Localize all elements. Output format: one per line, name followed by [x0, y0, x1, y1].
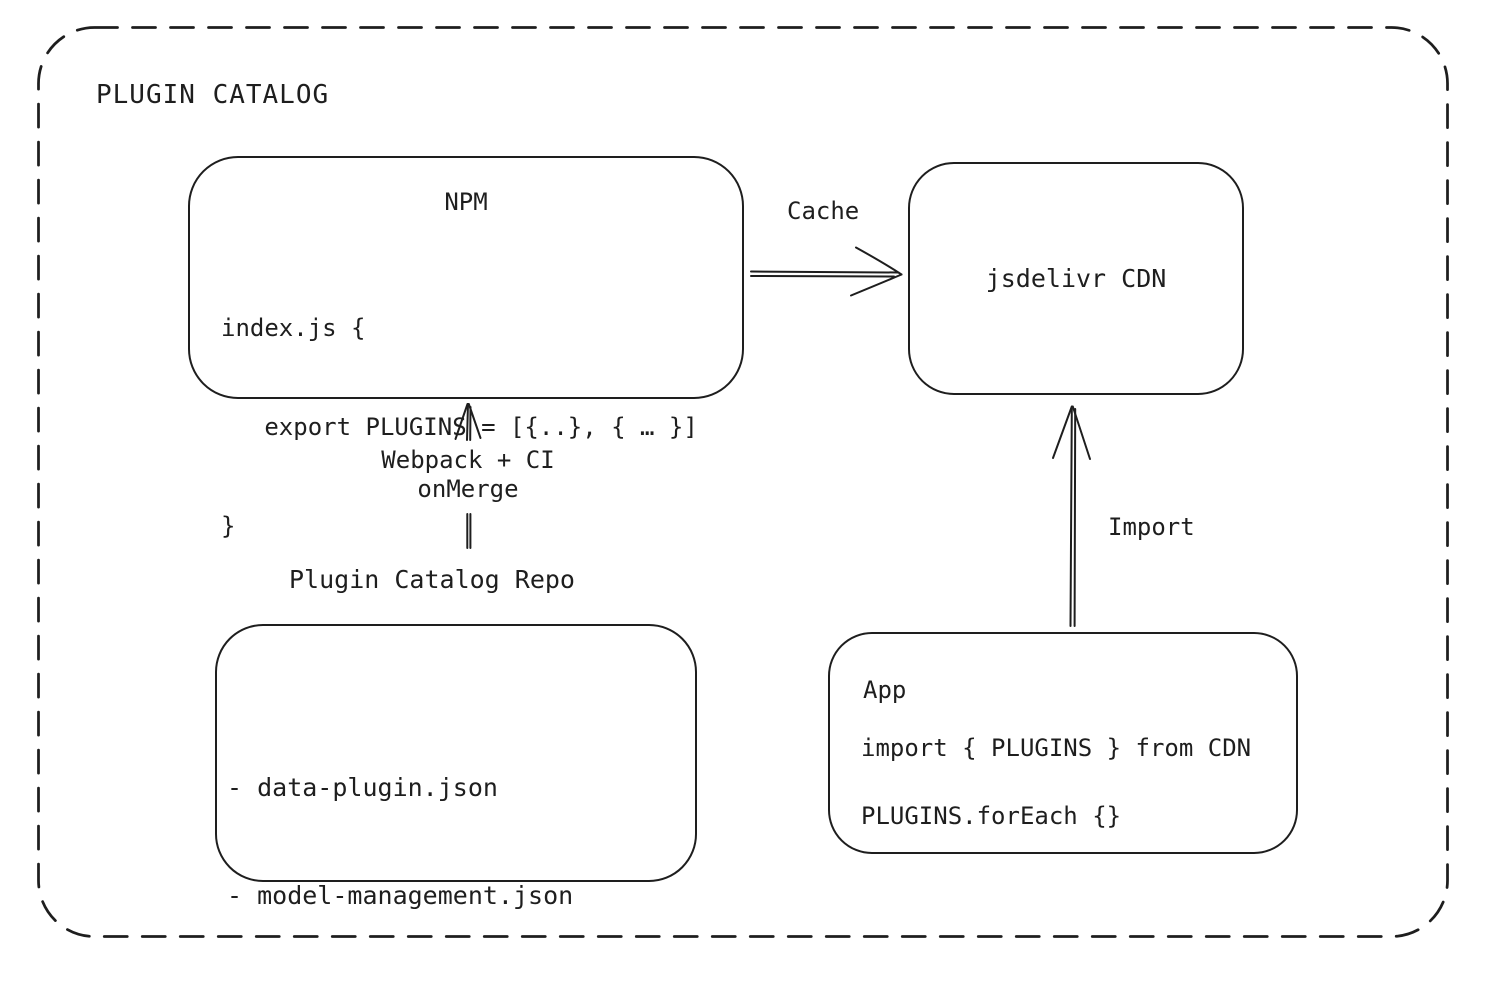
cdn-label: jsdelivr CDN: [985, 264, 1167, 293]
import-arrow: [1052, 405, 1091, 627]
build-edge-label-line1: Webpack + CI: [381, 446, 555, 474]
cache-edge-label: Cache: [787, 197, 860, 225]
node-jsdelivr-cdn: jsdelivr CDN: [908, 162, 1244, 395]
npm-code-block: index.js { export PLUGINS = [{..}, { … }…: [221, 246, 698, 609]
npm-code-line: index.js {: [221, 314, 366, 342]
app-title: App: [863, 676, 907, 704]
build-edge-label-line2: onMerge: [417, 475, 519, 503]
node-npm: NPM index.js { export PLUGINS = [{..}, {…: [188, 156, 744, 540]
app-code-line: PLUGINS.forEach {}: [861, 802, 1122, 830]
npm-code-line: export PLUGINS = [{..}, { … }]: [221, 413, 698, 441]
build-edge-label: Webpack + CI onMerge: [348, 446, 588, 504]
npm-title: NPM: [444, 188, 488, 216]
repo-title: Plugin Catalog Repo: [289, 565, 575, 594]
frame-title: PLUGIN CATALOG: [96, 80, 330, 110]
import-edge-label: Import: [1108, 513, 1195, 541]
repo-file-item: …: [227, 986, 573, 1002]
node-app: App import { PLUGINS } from CDN PLUGINS.…: [828, 632, 1298, 854]
npm-code-line: }: [221, 512, 236, 540]
node-plugin-catalog-repo: - data-plugin.json - model-management.js…: [215, 624, 697, 1002]
build-arrow: [454, 403, 482, 549]
repo-file-list: - data-plugin.json - model-management.js…: [227, 698, 573, 1002]
repo-file-item: - model-management.json: [227, 881, 574, 910]
app-code-line: import { PLUGINS } from CDN: [861, 734, 1252, 762]
cache-arrow: [750, 246, 903, 297]
repo-file-item: - data-plugin.json: [227, 773, 498, 802]
frame-dashed-border: [37, 26, 1449, 938]
